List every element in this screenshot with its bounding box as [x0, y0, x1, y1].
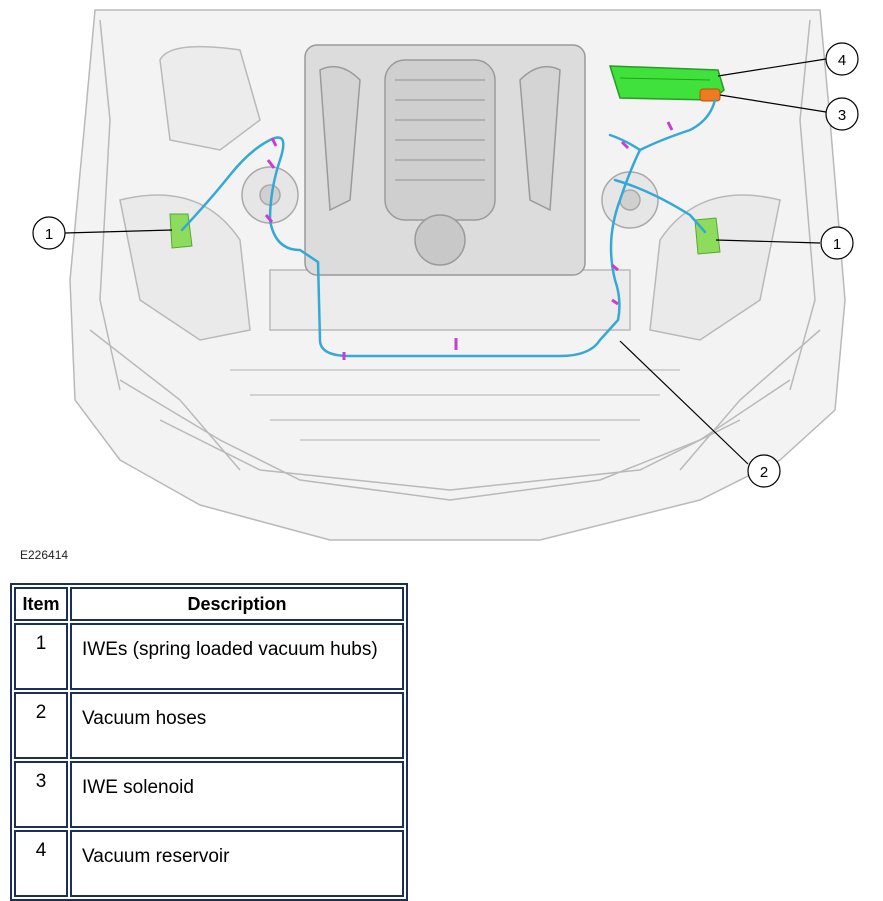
wheel-hubs [241, 166, 659, 229]
row-item: 1 [14, 623, 68, 690]
row-description: Vacuum hoses [70, 692, 404, 759]
callout-3: 3 [825, 97, 859, 131]
table-row: 2 Vacuum hoses [14, 692, 404, 759]
row-description: IWEs (spring loaded vacuum hubs) [70, 623, 404, 690]
callout-label: 3 [838, 107, 846, 124]
vacuum-hoses [180, 98, 717, 358]
engine-bay-diagram: 1 1 2 3 4 [32, 9, 859, 541]
table-row: 3 IWE solenoid [14, 761, 404, 828]
row-item: 3 [14, 761, 68, 828]
callout-label: 1 [833, 236, 841, 253]
callout-leaders [64, 58, 827, 465]
figure-id: E226414 [20, 548, 69, 562]
callout-1-right: 1 [820, 226, 854, 260]
row-description: IWE solenoid [70, 761, 404, 828]
hose-clips [264, 121, 674, 360]
table-row: 1 IWEs (spring loaded vacuum hubs) [14, 623, 404, 690]
row-item: 2 [14, 692, 68, 759]
engine [304, 44, 586, 276]
row-description: Vacuum reservoir [70, 830, 404, 897]
callout-label: 2 [760, 464, 768, 481]
legend-header-row: Item Description [14, 587, 404, 621]
table-row: 4 Vacuum reservoir [14, 830, 404, 897]
header-description: Description [70, 587, 404, 621]
row-item: 4 [14, 830, 68, 897]
callout-label: 1 [45, 226, 53, 243]
callout-4: 4 [825, 42, 859, 76]
header-item: Item [14, 587, 68, 621]
callout-1-left: 1 [32, 216, 66, 250]
callout-2: 2 [747, 454, 781, 488]
callout-label: 4 [838, 52, 846, 69]
iwe-solenoid [699, 88, 721, 102]
legend-table: Item Description 1 IWEs (spring loaded v… [10, 583, 408, 901]
